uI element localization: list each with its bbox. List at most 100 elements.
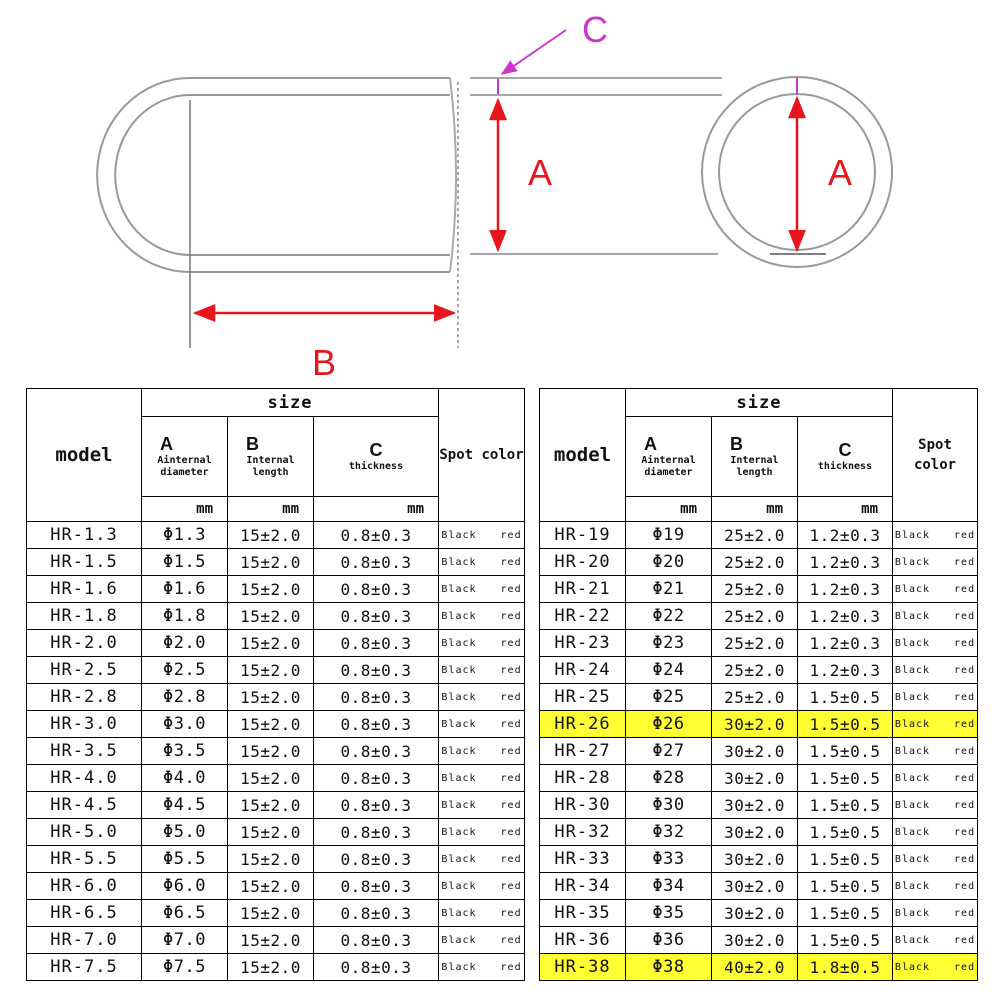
spot-color-black: Black <box>894 610 931 622</box>
spot-color-black: Black <box>441 880 477 892</box>
cell-model: HR-5.5 <box>26 845 142 873</box>
spot-color-red: red <box>954 556 976 568</box>
spot-color-black: Black <box>894 826 931 838</box>
cell-diameter: Φ24 <box>625 656 712 684</box>
cell-model: HR-6.0 <box>26 872 142 900</box>
header-col-c-desc: thickness <box>348 461 404 472</box>
cell-thickness: 1.5±0.5 <box>796 791 894 819</box>
spot-color-red: red <box>954 907 976 919</box>
cell-diameter: Φ28 <box>625 764 712 792</box>
spot-color-red: red <box>954 745 976 757</box>
cell-length: 15±2.0 <box>227 899 314 927</box>
header-model: model <box>26 388 142 522</box>
cell-model: HR-1.6 <box>26 575 142 603</box>
label-b: B <box>312 342 336 383</box>
header-col-a: A Ainternal diameter <box>625 416 712 497</box>
header-col-a-letter: A <box>644 434 657 454</box>
spot-color-black: Black <box>441 691 477 703</box>
header-col-b-desc: Internal length <box>246 455 295 478</box>
header-col-c: C thickness <box>312 416 440 497</box>
header-size: size <box>140 388 440 417</box>
spot-color-black: Black <box>894 745 931 757</box>
cell-model: HR-1.8 <box>26 602 142 630</box>
cell-thickness: 1.2±0.3 <box>796 629 894 657</box>
cell-spot-color: Black red <box>438 737 526 765</box>
cell-thickness: 1.5±0.5 <box>796 872 894 900</box>
spot-color-red: red <box>500 718 522 730</box>
unit-b: mm <box>227 496 314 522</box>
cell-diameter: Φ5.0 <box>141 818 228 846</box>
spot-color-black: Black <box>894 583 931 595</box>
cell-length: 15±2.0 <box>227 521 314 549</box>
cell-length: 15±2.0 <box>227 737 314 765</box>
cell-length: 15±2.0 <box>227 926 314 954</box>
cell-length: 25±2.0 <box>711 521 798 549</box>
cell-length: 15±2.0 <box>227 629 314 657</box>
cell-length: 15±2.0 <box>227 845 314 873</box>
cell-model: HR-38 <box>539 953 626 981</box>
spot-color-black: Black <box>894 961 931 973</box>
spot-color-red: red <box>500 745 522 757</box>
spot-color-black: Black <box>441 745 477 757</box>
spot-color-red: red <box>500 556 522 568</box>
header-col-b: B Internal length <box>711 416 798 497</box>
cell-diameter: Φ1.6 <box>141 575 228 603</box>
cell-thickness: 0.8±0.3 <box>312 656 440 684</box>
spot-color-black: Black <box>894 853 931 865</box>
header-model: model <box>539 388 626 522</box>
header-col-a-desc: Ainternal diameter <box>157 455 212 478</box>
spot-color-black: Black <box>894 799 931 811</box>
spot-color-red: red <box>500 799 522 811</box>
cell-diameter: Φ21 <box>625 575 712 603</box>
cell-thickness: 1.2±0.3 <box>796 602 894 630</box>
cell-model: HR-1.5 <box>26 548 142 576</box>
cell-thickness: 0.8±0.3 <box>312 764 440 792</box>
cell-thickness: 1.5±0.5 <box>796 899 894 927</box>
cap-side-view <box>96 77 457 273</box>
cell-diameter: Φ7.5 <box>141 953 228 981</box>
cell-length: 15±2.0 <box>227 710 314 738</box>
cell-length: 25±2.0 <box>711 575 798 603</box>
cell-length: 15±2.0 <box>227 872 314 900</box>
cell-diameter: Φ2.8 <box>141 683 228 711</box>
cell-thickness: 0.8±0.3 <box>312 953 440 981</box>
cell-model: HR-7.5 <box>26 953 142 981</box>
cell-diameter: Φ3.5 <box>141 737 228 765</box>
spot-color-red: red <box>954 691 976 703</box>
cell-length: 30±2.0 <box>711 710 798 738</box>
tube-extension-lines <box>470 77 722 255</box>
unit-c: mm <box>796 496 894 522</box>
cell-thickness: 1.2±0.3 <box>796 521 894 549</box>
cell-diameter: Φ25 <box>625 683 712 711</box>
cell-length: 15±2.0 <box>227 656 314 684</box>
cell-thickness: 0.8±0.3 <box>312 737 440 765</box>
spot-color-red: red <box>954 853 976 865</box>
cell-length: 25±2.0 <box>711 602 798 630</box>
spot-color-red: red <box>500 664 522 676</box>
cell-model: HR-27 <box>539 737 626 765</box>
cell-length: 40±2.0 <box>711 953 798 981</box>
cell-length: 30±2.0 <box>711 872 798 900</box>
